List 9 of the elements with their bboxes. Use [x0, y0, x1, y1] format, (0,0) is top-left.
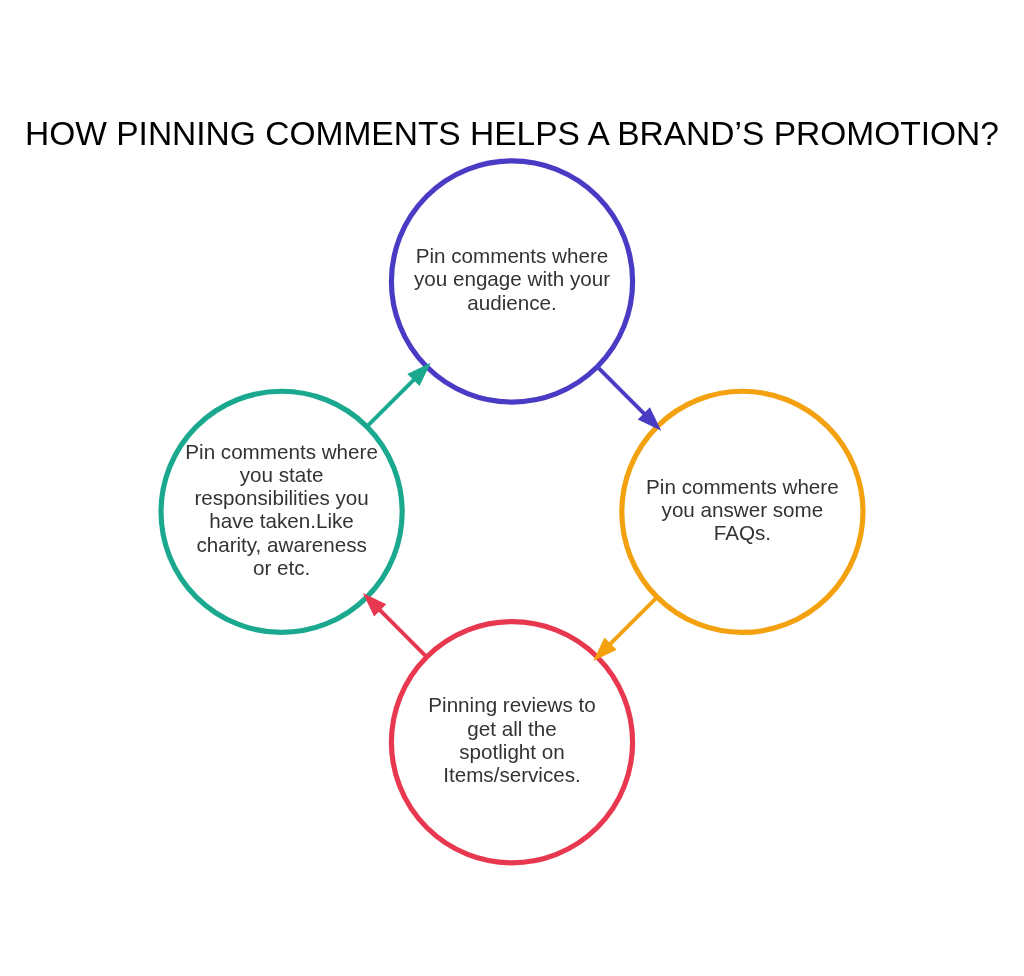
node-circle: Pin comments where you state responsibilities you have taken.Like charity, awareness or etc. — [158, 388, 405, 636]
diagram-title: HOW PINNING COMMENTS HELPS A BRAND’S PROMOTION? — [25, 115, 999, 153]
node-circle: Pin comments where you engage with your audience. — [388, 158, 636, 405]
arrow — [365, 362, 431, 428]
node-circle: Pinning reviews to get all the spotlight on Items/services. — [388, 619, 636, 866]
node-circle: Pin comments where you answer some FAQs. — [619, 388, 866, 636]
arrow — [593, 595, 659, 662]
arrow — [362, 593, 428, 659]
arrow — [596, 365, 662, 431]
